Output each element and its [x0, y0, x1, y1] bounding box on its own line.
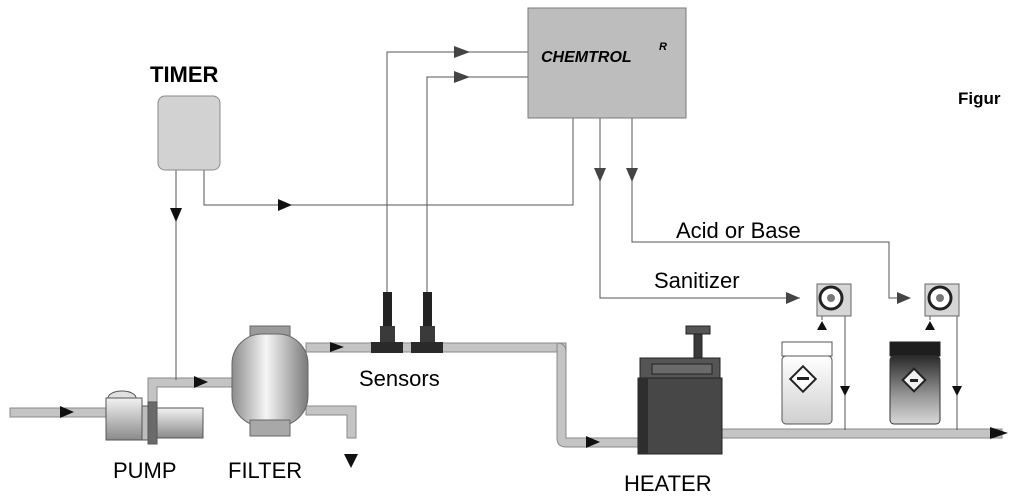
figure-label: Figur	[958, 89, 1001, 108]
sensor-1-arrow	[454, 46, 470, 58]
peristaltic-pump-icon	[816, 283, 852, 317]
sensor-2-arrow	[454, 71, 470, 83]
heater-label: HEATER	[624, 471, 712, 496]
acid-pump-arrow	[897, 292, 911, 304]
sanitizer-tank	[781, 341, 833, 425]
sensor-probe-icon	[371, 292, 403, 353]
sanitizer-feed-pump	[816, 283, 852, 317]
controller-to-acid-line	[631, 118, 910, 299]
filter-label: FILTER	[228, 458, 302, 483]
peristaltic-pump-icon	[924, 283, 960, 317]
flow-arrows	[60, 46, 1008, 468]
pump-label: PUMP	[113, 458, 177, 483]
sensors-label: Sensors	[359, 366, 440, 391]
sensors: Sensors	[359, 292, 443, 391]
drain-arrow	[344, 454, 358, 468]
controller-trademark: R	[659, 41, 667, 53]
sanitizer-pump-arrow	[786, 292, 800, 304]
feed-2-up-arrow	[925, 321, 935, 330]
pump: PUMP	[105, 390, 204, 483]
controller-label: CHEMTROL	[541, 49, 632, 66]
timer-label: TIMER	[150, 62, 219, 87]
timer-to-controller-line	[203, 118, 574, 206]
timer: TIMER	[150, 62, 221, 171]
heater: HEATER	[624, 325, 723, 496]
acid-feed-pump	[924, 283, 960, 317]
feed-2-down-arrow	[952, 386, 962, 396]
sensor-1-signal-line	[386, 51, 528, 292]
chemical-tank-icon	[781, 341, 833, 425]
timer-down-arrow	[170, 208, 182, 222]
chemical-tank-icon	[889, 341, 941, 425]
controller-box	[527, 7, 687, 119]
pump-icon	[105, 390, 204, 445]
filter-drain-pipe	[305, 405, 357, 439]
signal-lines	[175, 51, 958, 430]
heater-inlet-arrow	[586, 436, 600, 448]
pump-to-filter-pipe	[147, 377, 233, 409]
feed-1-up-arrow	[817, 321, 827, 330]
acid-tank	[889, 341, 941, 425]
filter-outlet-arrow	[330, 342, 344, 352]
heater-icon	[637, 325, 723, 455]
chemtrol-controller: CHEMTROL R	[527, 7, 687, 119]
timer-signal-arrow	[278, 199, 292, 211]
pump-outlet-arrow	[194, 376, 208, 388]
system-outlet-arrow	[990, 427, 1008, 439]
acid-output-arrow	[626, 168, 638, 182]
sanitizer-label: Sanitizer	[654, 268, 740, 293]
filter-tank-icon	[231, 325, 309, 437]
filter: FILTER	[228, 325, 309, 483]
acid-or-base-label: Acid or Base	[676, 218, 801, 243]
sensor-probe-icon	[411, 292, 443, 353]
heater-outlet-pipe	[717, 428, 1003, 439]
inlet-arrow	[60, 406, 74, 418]
feed-1-down-arrow	[840, 386, 850, 396]
sanitizer-output-arrow	[594, 168, 606, 182]
timer-box	[157, 95, 221, 171]
sensor-2-signal-line	[426, 76, 528, 292]
sensor-to-heater-pipe	[556, 342, 641, 448]
